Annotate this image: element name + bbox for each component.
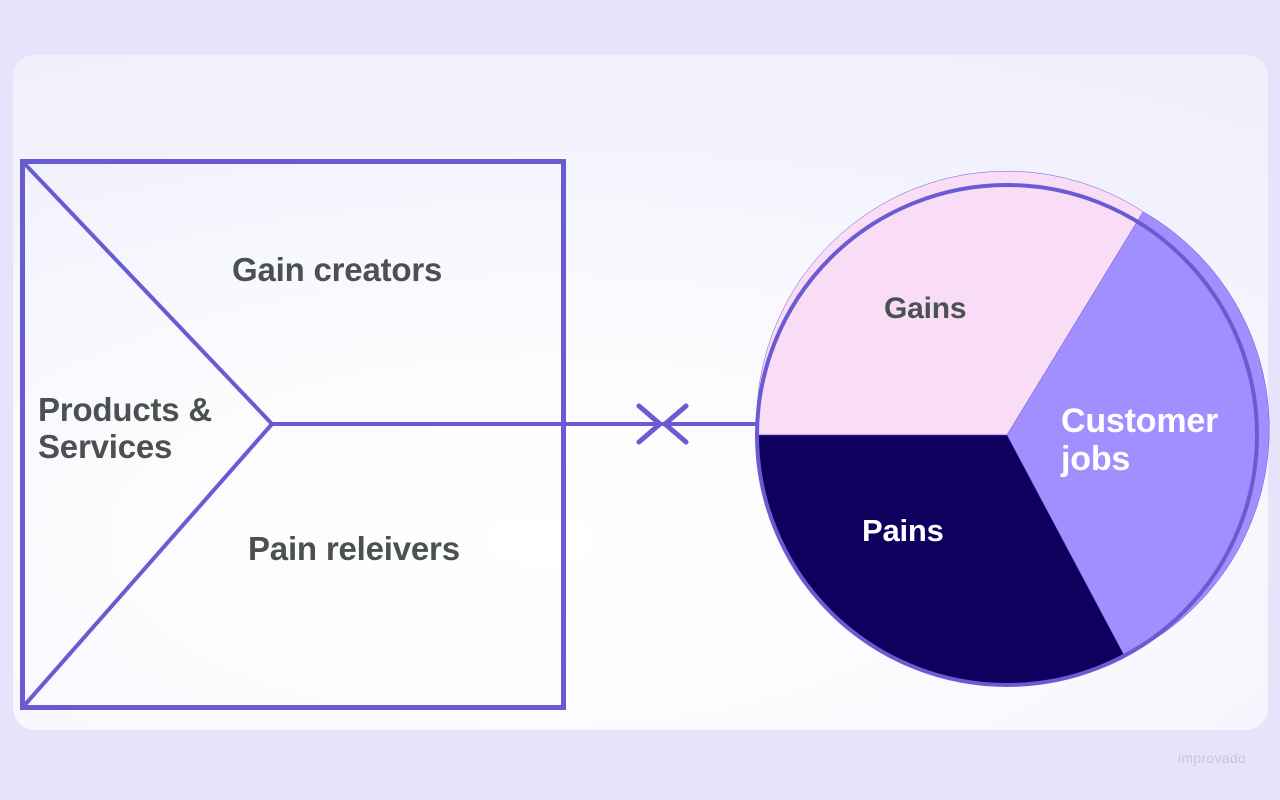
connector-arrowhead-right bbox=[636, 403, 663, 445]
value-map-square bbox=[20, 159, 566, 710]
improvado-watermark: improvado bbox=[1178, 750, 1247, 766]
label-pains: Pains bbox=[862, 513, 944, 548]
label-customer-jobs: Customer jobs bbox=[1061, 402, 1219, 479]
pie-outline bbox=[755, 183, 1259, 687]
fit-connector[interactable] bbox=[272, 403, 757, 445]
pie-slice-customer-jobs[interactable] bbox=[1006, 211, 1270, 657]
customer-profile-pie[interactable] bbox=[755, 170, 1270, 687]
label-pain-relievers: Pain releivers bbox=[248, 530, 460, 567]
label-gains: Gains bbox=[884, 292, 967, 325]
label-gain-creators: Gain creators bbox=[232, 251, 443, 288]
connector-arrowhead-left bbox=[662, 403, 689, 445]
label-products-services: Products & Services bbox=[38, 391, 213, 465]
